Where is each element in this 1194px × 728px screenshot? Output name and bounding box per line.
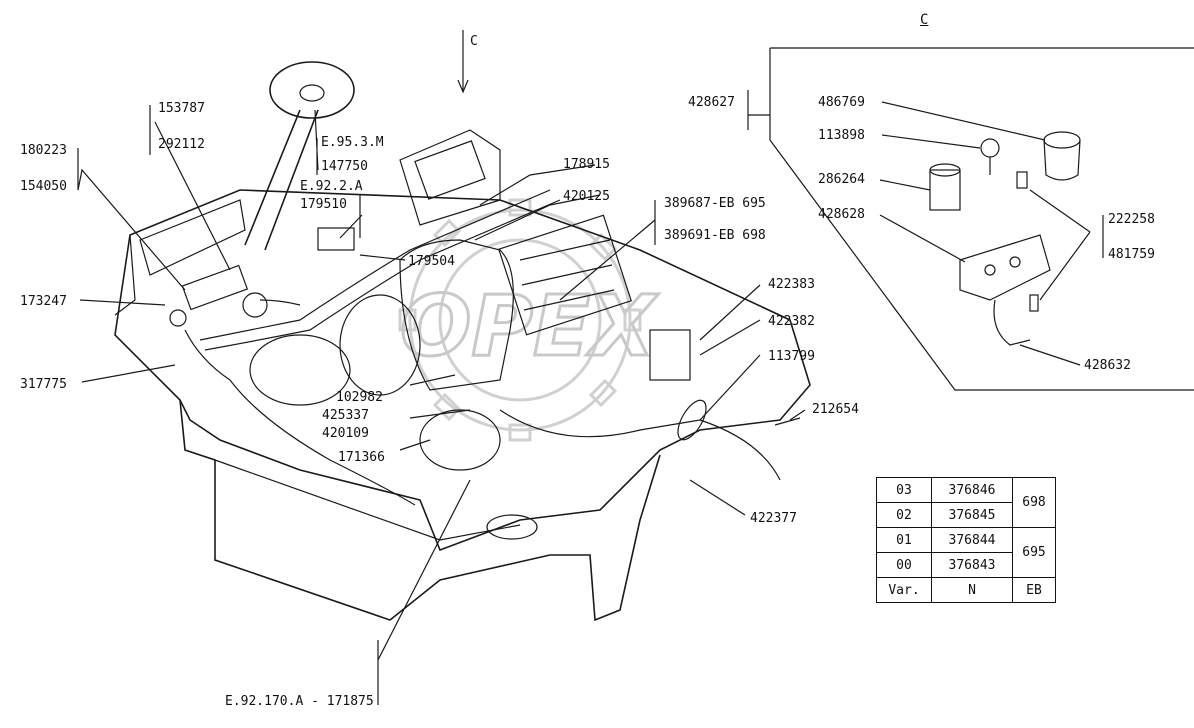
table-row: 03 376846 698 bbox=[876, 477, 1056, 528]
label-179510: 179510 bbox=[300, 197, 347, 212]
var-cell: 02 bbox=[876, 502, 932, 528]
label-154050: 154050 bbox=[20, 179, 67, 194]
label-222258: 222258 bbox=[1108, 212, 1155, 227]
label-212654: 212654 bbox=[812, 402, 859, 417]
label-E922A: E.92.2.A bbox=[300, 179, 363, 194]
label-422382: 422382 bbox=[768, 314, 815, 329]
part-labels: 153787 292112 180223 154050 173247 31777… bbox=[20, 95, 1155, 709]
table-row: 01 376844 695 bbox=[876, 527, 1056, 578]
label-171366: 171366 bbox=[338, 450, 385, 465]
n-cell: 376845 bbox=[931, 502, 1013, 528]
var-cell: 01 bbox=[876, 527, 932, 553]
label-147750: 147750 bbox=[321, 159, 368, 174]
table-row: 00 376843 bbox=[876, 552, 1056, 578]
section-arrow: C bbox=[457, 30, 478, 94]
label-428627: 428627 bbox=[688, 95, 735, 110]
var-cell: 03 bbox=[876, 477, 932, 503]
variants-table: 03 376846 698 02 376845 01 376844 695 00… bbox=[876, 477, 1056, 603]
label-389691: 389691-EB 698 bbox=[664, 228, 766, 243]
label-481759: 481759 bbox=[1108, 247, 1155, 262]
label-E953M: E.95.3.M bbox=[321, 135, 384, 150]
label-286264: 286264 bbox=[818, 172, 865, 187]
leader-lines bbox=[77, 90, 1104, 705]
label-317775: 317775 bbox=[20, 377, 67, 392]
label-102982: 102982 bbox=[336, 390, 383, 405]
n-header: N bbox=[931, 577, 1013, 603]
section-title: C bbox=[920, 12, 929, 28]
label-389687: 389687-EB 695 bbox=[664, 196, 766, 211]
label-113799: 113799 bbox=[768, 349, 815, 364]
watermark-text: OPEX bbox=[400, 277, 659, 375]
label-180223: 180223 bbox=[20, 143, 67, 158]
eb-header: EB bbox=[1012, 577, 1056, 603]
table-header-row: Var. N EB bbox=[876, 577, 1056, 603]
label-153787: 153787 bbox=[158, 101, 205, 116]
table-row: 02 376845 bbox=[876, 502, 1056, 528]
label-486769: 486769 bbox=[818, 95, 865, 110]
label-179504: 179504 bbox=[408, 254, 455, 269]
svg-text:C: C bbox=[470, 34, 478, 49]
label-425337: 425337 bbox=[322, 408, 369, 423]
label-420125: 420125 bbox=[563, 189, 610, 204]
label-292112: 292112 bbox=[158, 137, 205, 152]
label-173247: 173247 bbox=[20, 294, 67, 309]
label-422383: 422383 bbox=[768, 277, 815, 292]
label-428632: 428632 bbox=[1084, 358, 1131, 373]
n-cell: 376846 bbox=[931, 477, 1013, 503]
var-cell: 00 bbox=[876, 552, 932, 578]
label-428628: 428628 bbox=[818, 207, 865, 222]
label-422377: 422377 bbox=[750, 511, 797, 526]
eb-cell: 698 bbox=[1012, 477, 1056, 528]
label-420109: 420109 bbox=[322, 426, 369, 441]
eb-cell: 695 bbox=[1012, 527, 1056, 578]
label-E92170A: E.92.170.A - 171875 bbox=[225, 694, 374, 709]
n-cell: 376843 bbox=[931, 552, 1013, 578]
n-cell: 376844 bbox=[931, 527, 1013, 553]
vehicle-body bbox=[114, 61, 811, 622]
var-header: Var. bbox=[876, 577, 932, 603]
label-178915: 178915 bbox=[563, 157, 610, 172]
detail-view-c bbox=[769, 47, 1194, 391]
label-113898: 113898 bbox=[818, 128, 865, 143]
